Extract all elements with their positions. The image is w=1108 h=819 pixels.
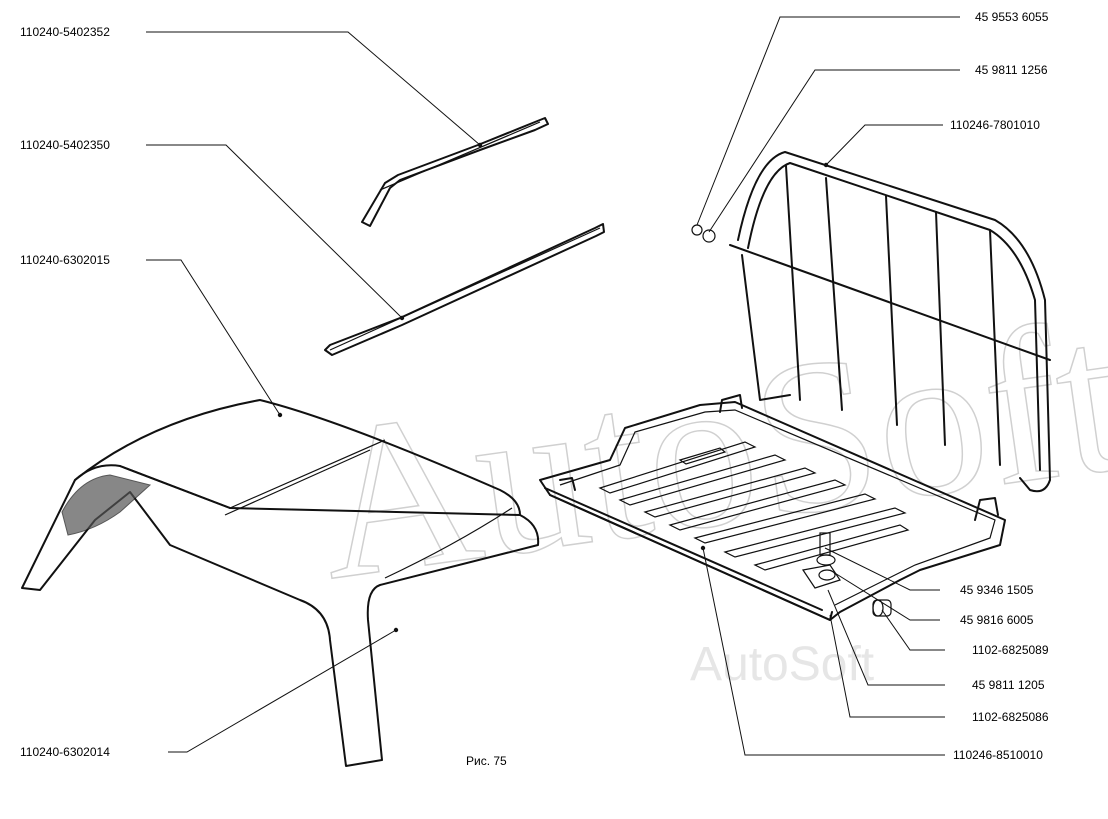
label-45-9346-1505: 45 9346 1505 [960, 583, 1034, 597]
label-110240-5402350: 110240-5402350 [20, 138, 110, 152]
leader-lines [146, 16, 960, 756]
label-110240-6302015: 110240-6302015 [20, 253, 110, 267]
trim-strip-lower [324, 223, 605, 356]
label-1102-6825086: 1102-6825086 [972, 710, 1049, 724]
trim-strip-upper [361, 117, 549, 227]
label-45-9811-1205: 45 9811 1205 [972, 678, 1045, 692]
cargo-platform [539, 394, 1006, 621]
label-45-9553-6055: 45 9553 6055 [975, 10, 1049, 24]
label-110240-6302014: 110240-6302014 [20, 745, 110, 759]
label-110246-8510010: 110246-8510010 [953, 748, 1043, 762]
label-45-9811-1256: 45 9811 1256 [975, 63, 1048, 77]
figure-caption: Рис. 75 [466, 754, 507, 768]
label-110246-7801010: 110246-7801010 [950, 118, 1040, 132]
label-1102-6825089: 1102-6825089 [972, 643, 1049, 657]
label-110240-5402352: 110240-5402352 [20, 25, 110, 39]
watermark-small: AutoSoft [690, 638, 874, 691]
label-45-9816-6005: 45 9816 6005 [960, 613, 1034, 627]
tarpaulin-cover [21, 399, 540, 767]
side-rail-frame [729, 151, 1051, 493]
